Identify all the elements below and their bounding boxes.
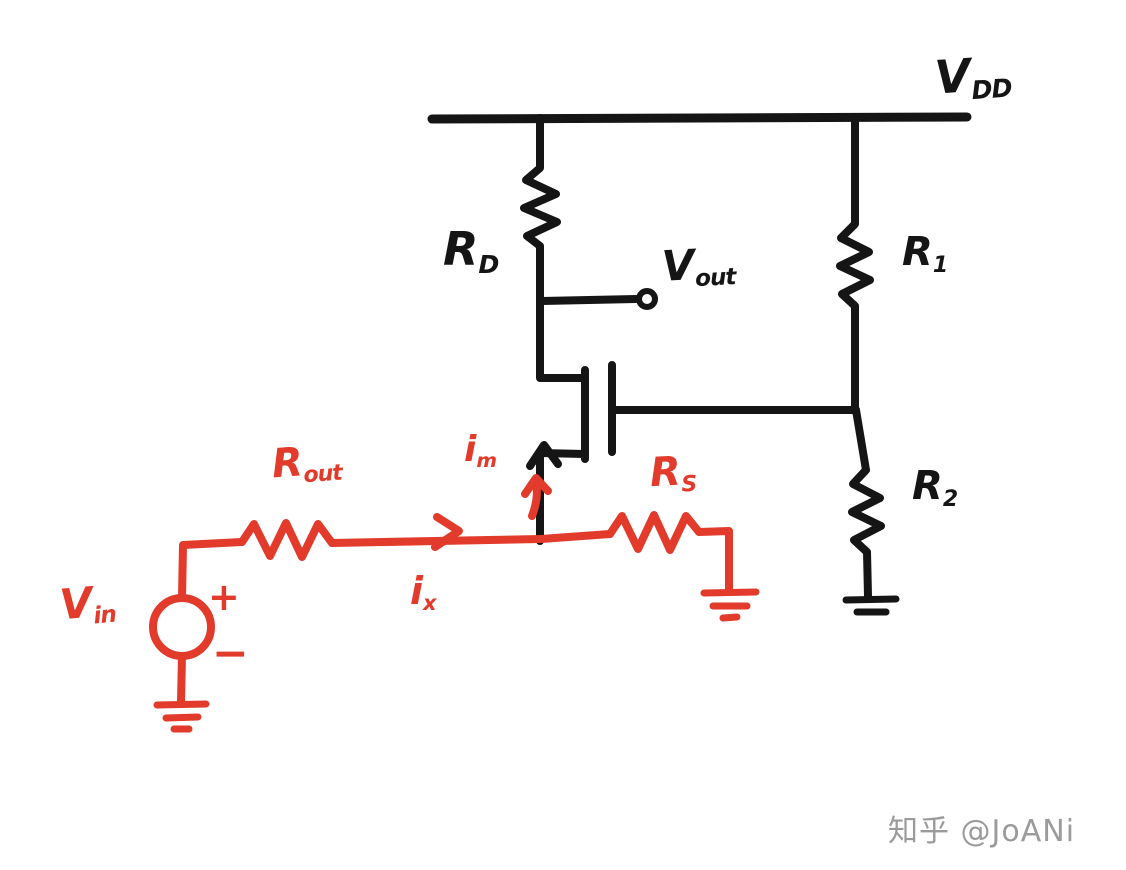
- black-circuit: [427, 112, 972, 616]
- label-rs-sub: S: [680, 471, 697, 498]
- ground-symbol-r2: [842, 595, 900, 616]
- label-im-sub: m: [476, 448, 497, 472]
- resistor-r2: [848, 406, 885, 600]
- ground-symbol-vin: [153, 700, 210, 733]
- label-vdd: VDD: [933, 48, 1013, 105]
- label-vin-main: V: [57, 577, 94, 630]
- label-vdd-main: V: [933, 48, 972, 105]
- resistor-rd: [520, 114, 561, 306]
- label-im: im: [464, 429, 497, 472]
- red-circuit: [149, 474, 760, 733]
- resistor-rout: [238, 519, 336, 561]
- resistor-rs: [606, 511, 703, 554]
- resistor-r1: [836, 113, 874, 415]
- label-r1-sub: 1: [932, 252, 948, 278]
- label-rout-main: R: [270, 439, 304, 488]
- label-ix-main: i: [410, 569, 423, 613]
- label-r1: R1: [902, 229, 948, 278]
- label-rout: Rout: [270, 439, 343, 489]
- mosfet-body: [536, 296, 616, 545]
- label-im-main: i: [464, 429, 476, 470]
- label-rd: RD: [443, 226, 499, 279]
- wire-rout-to-node: [328, 535, 545, 547]
- watermark: 知乎 @JoANi: [888, 814, 1076, 849]
- label-vout-main: V: [660, 240, 695, 291]
- vin-plus-sign: +: [208, 575, 240, 619]
- wire-vin-bottom: [177, 652, 186, 706]
- label-vout: Vout: [660, 240, 737, 293]
- label-rs: RS: [648, 448, 697, 498]
- label-rd-sub: D: [478, 249, 499, 279]
- label-vin-sub: in: [92, 601, 117, 630]
- label-rout-sub: out: [302, 460, 343, 488]
- label-r2-sub: 2: [942, 486, 958, 512]
- ground-symbol-rs: [700, 588, 760, 622]
- wire-vin-to-rout: [178, 538, 246, 602]
- label-ix: ix: [410, 569, 437, 616]
- vout-wire: [538, 295, 640, 305]
- label-vout-sub: out: [694, 264, 737, 293]
- label-r2: R2: [912, 463, 958, 512]
- mosfet-source-arrow: [526, 441, 562, 470]
- label-rd-main: R: [443, 222, 478, 276]
- label-vdd-sub: DD: [970, 72, 1013, 105]
- wire-node-to-rs: [537, 530, 614, 543]
- label-ix-sub: x: [423, 591, 437, 616]
- vdd-rail: [427, 112, 972, 124]
- label-vin: Vin: [57, 577, 117, 632]
- vout-terminal: [636, 288, 658, 310]
- ix-current-arrow: [431, 513, 463, 551]
- label-r2-main: R: [912, 463, 943, 509]
- im-current-arrow: [521, 474, 552, 520]
- wire-rs-to-ground: [695, 527, 733, 593]
- vin-source-circle: [149, 594, 215, 660]
- vin-minus-sign: −: [212, 628, 249, 679]
- label-rs-main: R: [648, 448, 681, 497]
- label-r1-main: R: [902, 229, 933, 275]
